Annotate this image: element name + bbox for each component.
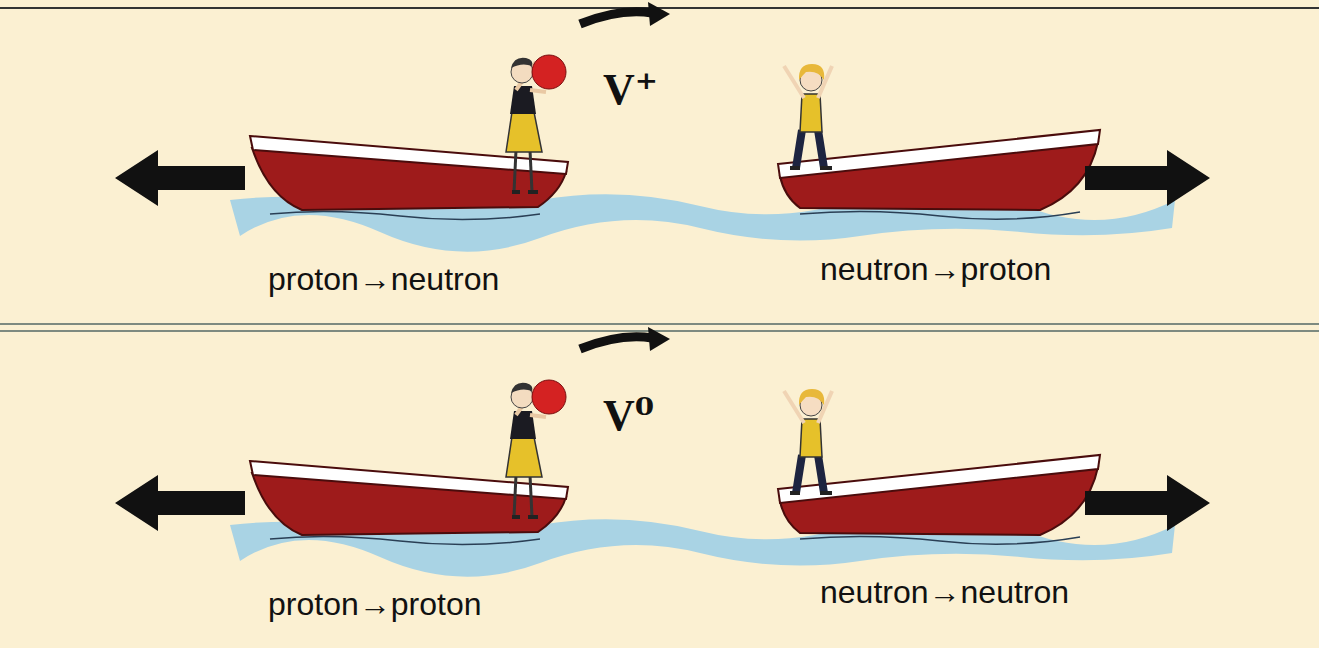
panel-divider [0,330,1319,332]
boat-caption: proton→proton [268,587,481,622]
panel-divider [0,323,1319,325]
lower-panel [115,327,1210,577]
upper-panel [115,2,1210,252]
exchange-particle: V⁺ [603,66,658,114]
boat-caption: neutron→neutron [820,575,1069,610]
exchange-particle: V⁰ [603,392,654,440]
boat-caption: neutron→proton [820,252,1051,287]
boat-caption: proton→neutron [268,262,499,297]
